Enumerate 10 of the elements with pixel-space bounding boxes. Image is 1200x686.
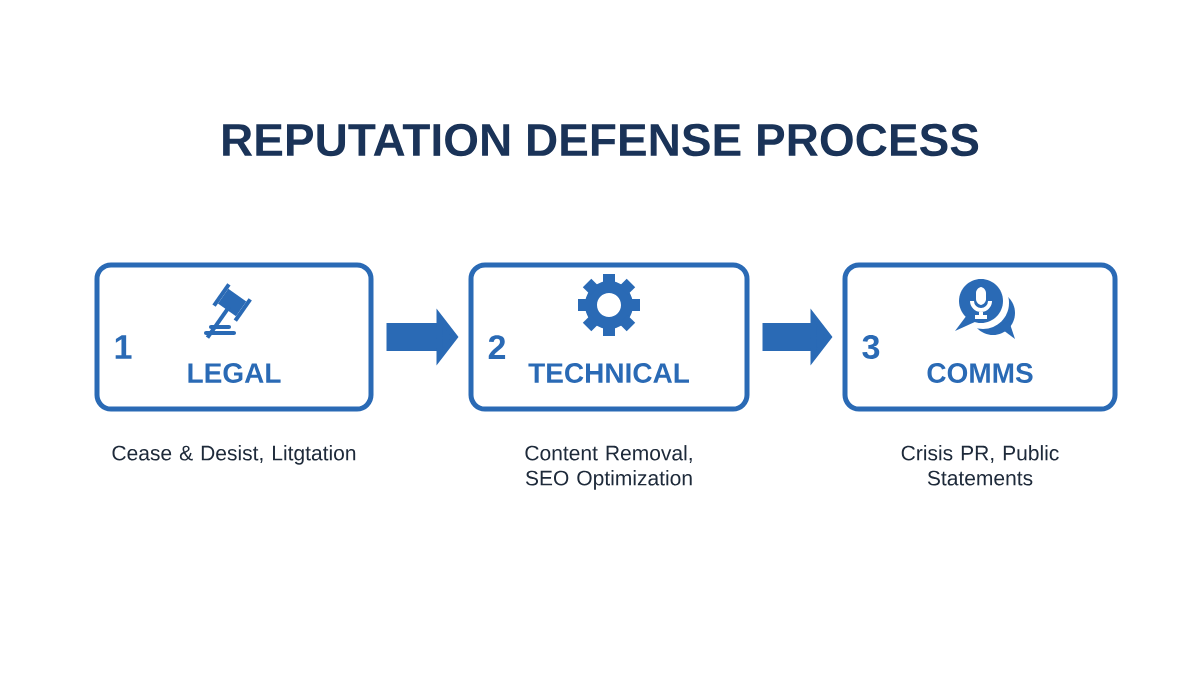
step-description: Cease & Desist, Litgtation <box>112 445 356 465</box>
title: REPUTATION DEFENSE PROCESS <box>223 123 979 157</box>
step-label: TECHNICAL <box>528 363 689 383</box>
step-description: Crisis PR, Public Statements <box>901 445 1059 486</box>
step-label: COMMS <box>927 363 1033 383</box>
step-number: 3 <box>862 334 880 360</box>
step-number: 1 <box>115 335 132 359</box>
step-number: 2 <box>488 335 506 359</box>
step-description: Content Removal, SEO Optimization <box>525 445 692 490</box>
step-label: LEGAL <box>188 363 281 383</box>
